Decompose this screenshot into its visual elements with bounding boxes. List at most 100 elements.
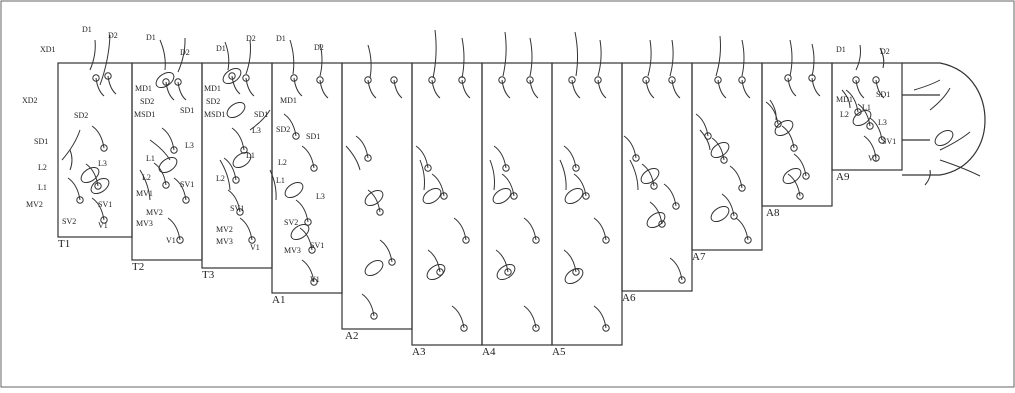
- pinaculum-7-pinaculum: [284, 181, 304, 199]
- seta-label-a1-sv2: SV2: [284, 218, 298, 227]
- lateral-47-seta: [781, 125, 798, 152]
- seta-label-t2-mv3: MV3: [136, 219, 153, 228]
- lateral-hair-1-hair: [69, 149, 73, 171]
- segment-label-t1: T1: [58, 238, 70, 250]
- seta-label-a1-l1: L1: [276, 176, 285, 185]
- seta-label-a1-l2: L2: [278, 158, 287, 167]
- lateral-25-seta: [451, 305, 468, 332]
- dorsal-12-seta: [498, 76, 511, 99]
- lateral-hair-17-hair: [939, 159, 981, 177]
- seta-label-t1-xd2: XD2: [22, 96, 38, 105]
- dorsal-17-seta: [668, 76, 681, 99]
- seta-label-t3-sd2: SD2: [206, 97, 220, 106]
- seta-label-t2-l2: L2: [142, 173, 151, 182]
- seta-label-a9-l1: L1: [862, 103, 871, 112]
- lateral-hair-11-hair: [629, 159, 639, 191]
- seta-label-t2-v1: V1: [166, 236, 176, 245]
- seta-label-t2-sd1: SD1: [180, 106, 194, 115]
- seta-label-t2-l3: L3: [185, 141, 194, 150]
- lateral-23-seta: [453, 217, 470, 244]
- seta-label-a1-sv1: SV1: [310, 241, 324, 250]
- dorsal-18-hair: [741, 39, 745, 77]
- seta-label-t2-d1: D1: [146, 33, 156, 42]
- dorsal-18-seta: [714, 76, 727, 99]
- lateral-hair-10-hair: [559, 159, 567, 191]
- seta-label-a9-d1: D1: [836, 45, 846, 54]
- pinaculum-16-pinaculum: [564, 267, 584, 285]
- dorsal-21-seta: [808, 74, 821, 97]
- lateral-hair-7-hair: [345, 145, 361, 171]
- seta-label-t2-md1: MD1: [135, 84, 152, 93]
- lateral-11-seta: [239, 217, 256, 244]
- lateral-hair-13-hair: [769, 99, 777, 121]
- segment-T3-box: [201, 62, 273, 269]
- pinaculum-4-pinaculum: [222, 67, 242, 85]
- dorsal-3-seta: [174, 78, 187, 101]
- lateral-24-seta: [427, 249, 444, 276]
- dorsal-19-hair: [789, 39, 793, 77]
- lateral-5-seta: [153, 162, 170, 189]
- lateral-30-seta: [523, 305, 540, 332]
- lateral-9-seta: [223, 157, 240, 184]
- dorsal-1-hair: [99, 34, 111, 86]
- lateral-17-seta: [355, 135, 372, 162]
- segment-label-t3: T3: [202, 269, 215, 281]
- lateral-37-seta: [641, 163, 658, 190]
- lateral-35-seta: [593, 305, 610, 332]
- dorsal-6-seta: [290, 74, 303, 97]
- seta-label-a1-mv3: MV3: [284, 246, 301, 255]
- seta-label-t3-v1: V1: [250, 243, 260, 252]
- pinaculum-22-pinaculum: [782, 167, 802, 185]
- lateral-31-seta: [563, 145, 580, 172]
- segment-label-a7: A7: [692, 251, 706, 263]
- seta-label-t3-d2: D2: [246, 34, 256, 43]
- pinaculum-0-pinaculum: [80, 166, 100, 184]
- seta-label-a1-d1: D1: [276, 34, 286, 43]
- dorsal-11-seta: [458, 76, 471, 99]
- lateral-41-seta: [695, 113, 712, 140]
- segment-A4-box: [481, 62, 553, 346]
- lateral-1-seta: [85, 163, 102, 190]
- dorsal-10-seta: [428, 76, 441, 99]
- lateral-hair-6-hair: [269, 169, 277, 201]
- lateral-16-seta: [301, 259, 318, 286]
- seta-label-t1-mv2: MV2: [26, 200, 43, 209]
- pinaculum-1-pinaculum: [90, 177, 110, 195]
- seta-label-t2-d2: D2: [180, 48, 190, 57]
- pinaculum-14-pinaculum: [496, 263, 516, 281]
- pinaculum-11-pinaculum: [422, 187, 442, 205]
- seta-label-t3-sv1: SV1: [230, 204, 244, 213]
- pinaculum-19-pinaculum: [710, 141, 730, 159]
- seta-label-a9-d2: D2: [880, 47, 890, 56]
- lateral-7-seta: [167, 217, 184, 244]
- lateral-hair-14-hair: [841, 89, 851, 109]
- pinaculum-12-pinaculum: [426, 263, 446, 281]
- lateral-15-seta: [299, 227, 316, 254]
- seta-label-t3-msd1: MSD1: [204, 110, 225, 119]
- lateral-21-seta: [415, 145, 432, 172]
- segment-label-a5: A5: [552, 346, 566, 358]
- pinaculum-6-pinaculum: [232, 151, 252, 169]
- lateral-39-seta: [649, 201, 666, 228]
- lateral-hair-0-hair: [61, 129, 81, 161]
- seta-label-t2-sv1: SV1: [180, 180, 194, 189]
- seta-label-t1-sv1: SV1: [98, 200, 112, 209]
- segment-label-a8: A8: [766, 207, 780, 219]
- seta-label-a9-sd1: SD1: [876, 90, 890, 99]
- seta-label-t3-mv2: MV2: [216, 225, 233, 234]
- dorsal-8-seta: [364, 76, 377, 99]
- dorsal-10-hair: [461, 37, 465, 79]
- seta-label-t1-d2: D2: [108, 31, 118, 40]
- dorsal-19-seta: [738, 76, 751, 99]
- dorsal-20-hair: [811, 43, 815, 77]
- dorsal-5-seta: [242, 74, 255, 97]
- lateral-38-seta: [663, 183, 680, 210]
- lateral-14-seta: [295, 199, 312, 226]
- segment-A5-box: [551, 62, 623, 346]
- pinaculum-13-pinaculum: [492, 187, 512, 205]
- seta-label-t3-mv3: MV3: [216, 237, 233, 246]
- lateral-4-seta: [161, 127, 178, 154]
- seta-label-a9-l2: L2: [840, 110, 849, 119]
